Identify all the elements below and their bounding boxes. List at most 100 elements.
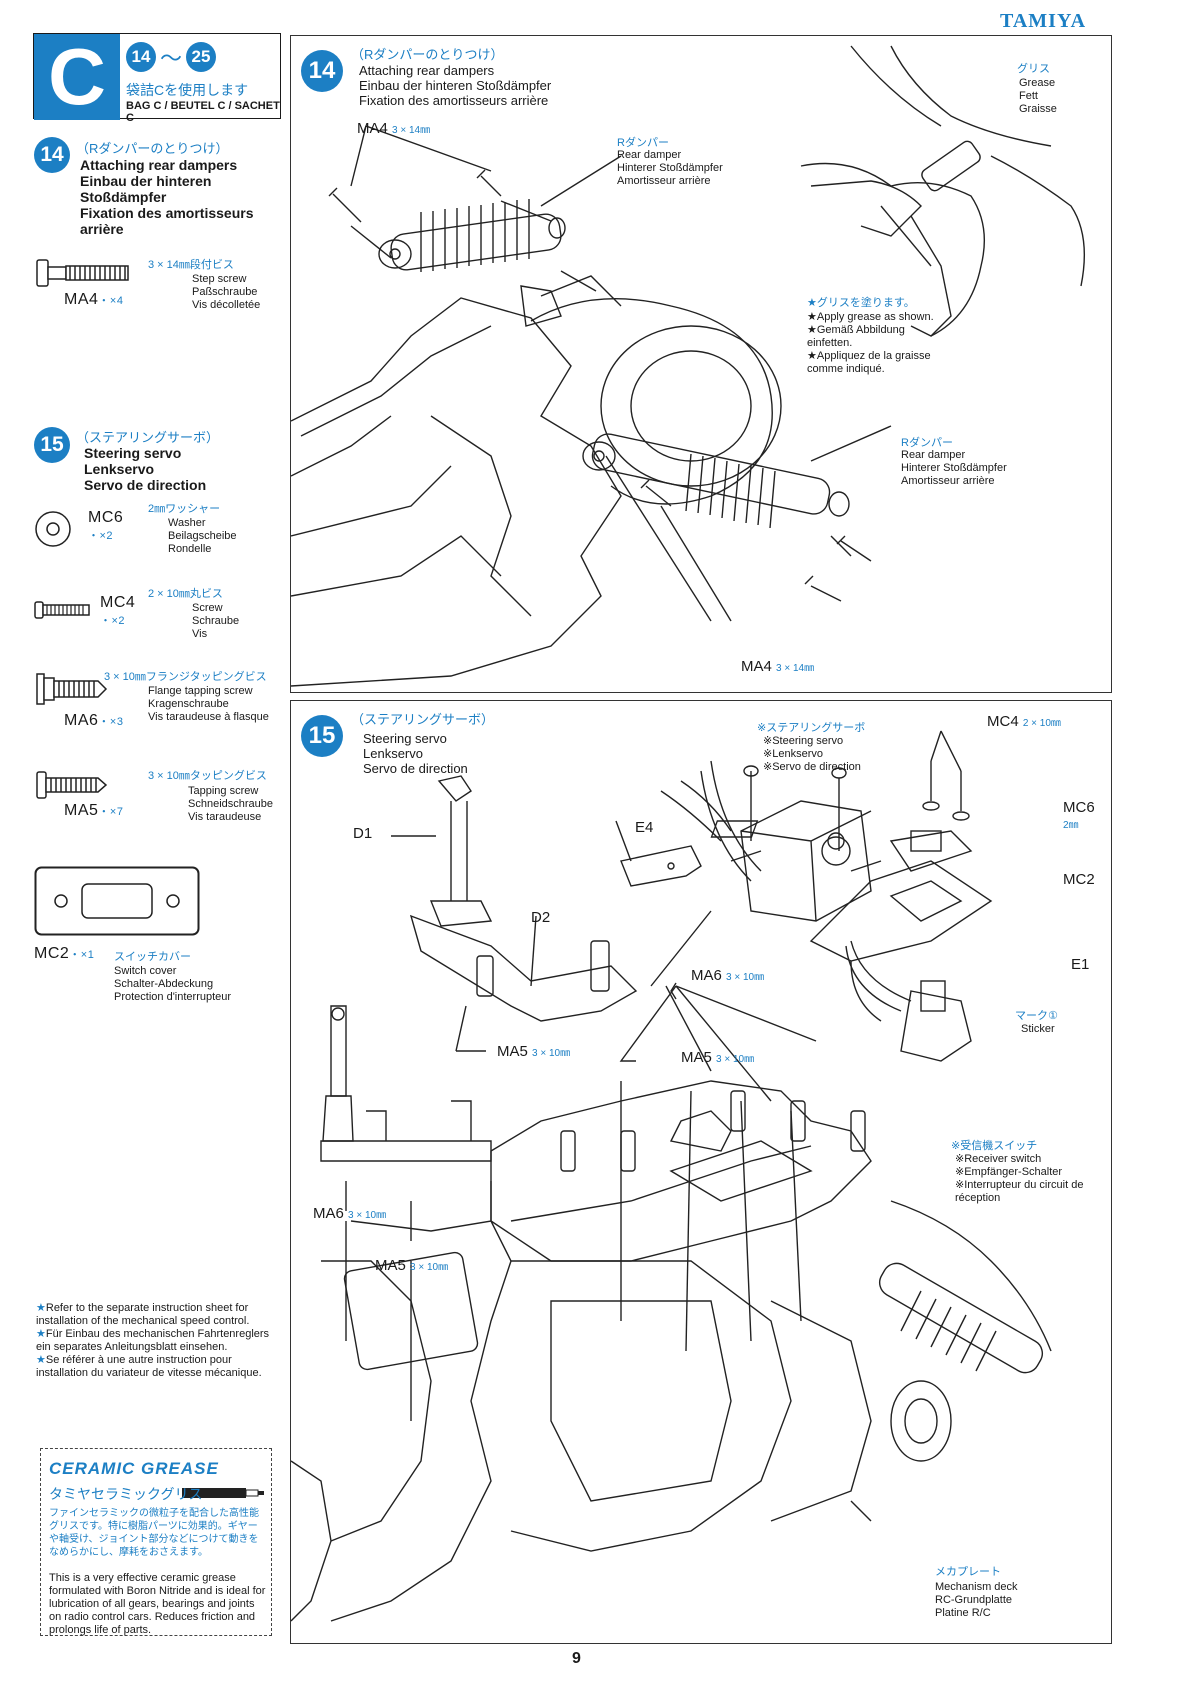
part-ma4-code: MA4・×4 [64,291,124,308]
panel15-mark-jp: マーク① [1015,1010,1058,1022]
panel15-en3: Servo de direction [363,761,468,776]
star-icon: ★ [36,1302,46,1314]
ceramic-grease-jp: ファインセラミックの微粒子を配合した高性能グリスです。特に樹脂パーツに効果的。ギ… [49,1508,259,1558]
panel14-grease-jp: グリス [1017,63,1050,75]
switch-cover-icon [34,866,200,936]
panel14-en3: Fixation des amortisseurs arrière [359,93,549,108]
bag-step-range: 14 〜 25 [126,40,217,74]
panel15-servo-jp: ※ステアリングサーボ [757,722,866,734]
bag-jp-label: 袋詰Cを使用します [126,82,249,98]
ceramic-grease-logo: CERAMIC GREASE [49,1459,219,1478]
sidebar-step15-jp: （ステアリングサーボ） [76,430,220,445]
panel15-rx-jp: ※受信機スイッチ [951,1140,1038,1152]
panel14-apply-en: ★Apply grease as shown.★Gemäß Abbildung … [807,311,934,375]
bag-step-to: 25 [186,42,217,72]
page-number: 9 [572,1650,581,1667]
steering-servo-diagram [291,730,1052,1622]
panel14-en1: Attaching rear dampers [359,63,495,78]
bag-header: C 14 〜 25 袋詰Cを使用します BAG C / BEUTEL C / S… [33,33,281,124]
ceramic-grease-en: This is a very effective ceramic grease … [49,1572,266,1636]
sidebar-step14-en4: Fixation des amortisseurs [80,205,254,221]
panel15-mark-en: Sticker [1021,1023,1055,1035]
sidebar-step14-en3: Stoßdämpfer [80,189,167,205]
panel15-ma6-b-label: MA6 3 × 10㎜ [313,1205,387,1222]
panel15-en2: Lenkservo [363,746,423,761]
sidebar-step15-en2: Lenkservo [84,461,155,477]
part-mc2-jp: スイッチカバー [114,951,191,963]
panel15-d1-label: D1 [353,825,373,842]
panel14-en2: Einbau der hinteren Stoßdämpfer [359,78,552,93]
part-mc6-code: MC6・×2 [88,509,124,542]
sidebar-step14-en5: arrière [80,221,124,237]
round-screw-icon [34,601,90,619]
panel15-ma5-c-label: MA5 3 × 10㎜ [375,1257,449,1274]
panel14-ma4-top: MA4 3 × 14㎜ [357,120,431,137]
panel15-mc4-label: MC4 2 × 10㎜ [987,713,1061,730]
tapping-screw-icon [36,771,108,799]
panel14-step-number: 14 [301,50,343,92]
panel14-apply-jp: ★グリスを塗ります。 [807,297,915,309]
panel15-ma5-a-label: MA5 3 × 10㎜ [497,1043,571,1060]
grease-tube-icon [182,1488,264,1498]
panel15-jp-title: （ステアリングサーボ） [351,712,495,727]
panel15-d2-label: D2 [531,909,551,926]
sidebar-step14-en2: Einbau der hinteren [80,173,212,189]
washer-icon [35,511,71,547]
step-screw-icon [36,259,129,287]
part-mc4-code: MC4・×2 [100,594,136,627]
bag-step-tilde: 〜 [160,46,183,71]
sidebar-step14-number: 14 [34,137,70,173]
bag-en-label: BAG C / BEUTEL C / SACHET C [126,100,280,124]
part-ma6-jp: 3 × 10㎜フランジタッピングビス [104,671,267,683]
part-ma6-code: MA6・×3 [64,712,124,729]
rear-damper-diagram [291,45,1085,687]
star-icon: ★ [36,1328,46,1340]
sidebar-step15-en3: Servo de direction [84,477,207,493]
sidebar-step15-number: 15 [34,427,70,463]
part-ma4-jp: 3 × 14㎜段付ビス [148,259,234,271]
part-mc2-code: MC2・×1 [34,945,95,962]
panel15-ma6-a-label: MA6 3 × 10㎜ [691,967,765,984]
panel14-damper2-jp: Rダンパー [901,437,953,449]
panel14-jp-title: （Rダンパーのとりつけ） [351,47,504,62]
panel-step15: 15 （ステアリングサーボ） Steering servo Lenkservo … [290,700,1112,1644]
panel15-mc2-label: MC2 [1063,871,1095,888]
panel-step14: 14 （Rダンパーのとりつけ） Attaching rear dampers E… [290,35,1112,693]
part-mc4-jp: 2 × 10㎜丸ビス [148,588,223,600]
sidebar-step15-en1: Steering servo [84,445,182,461]
flange-screw-icon [36,673,108,705]
bag-letter: C [34,34,120,120]
bag-step-from: 14 [126,42,156,72]
panel15-ma5-b-label: MA5 3 × 10㎜ [681,1049,755,1066]
part-ma5-code: MA5・×7 [64,802,124,819]
ceramic-grease-box: CERAMIC GREASE タミヤセラミックグリス ファインセラミックの微粒子… [40,1448,272,1636]
sidebar-step14-en1: Attaching rear dampers [80,157,238,173]
star-icon: ★ [36,1354,46,1366]
panel15-en1: Steering servo [363,731,447,746]
brand-logo: TAMIYA [1000,10,1087,32]
panel15-step-number: 15 [301,715,343,757]
part-ma5-jp: 3 × 10㎜タッピングビス [148,770,267,782]
panel14-damper1-jp: Rダンパー [617,137,669,149]
panel15-rx-en: ※Receiver switch※Empfänger-Schalter※Inte… [955,1153,1084,1204]
ceramic-grease-name: タミヤセラミックグリス [49,1486,203,1502]
sidebar-step14-jp: （Rダンパーのとりつけ） [76,141,229,156]
panel14-ma4-bottom: MA4 3 × 14㎜ [741,658,815,675]
panel15-deck-jp: メカプレート [935,1566,1001,1578]
speed-control-note: ★Refer to the separate instruction sheet… [36,1302,270,1379]
part-mc6-jp: 2㎜ワッシャー [148,503,221,515]
panel15-e4-label: E4 [635,819,654,836]
panel15-e1-label: E1 [1071,956,1090,973]
panel15-servo-en: ※Steering servo※Lenkservo※Servo de direc… [763,735,861,773]
